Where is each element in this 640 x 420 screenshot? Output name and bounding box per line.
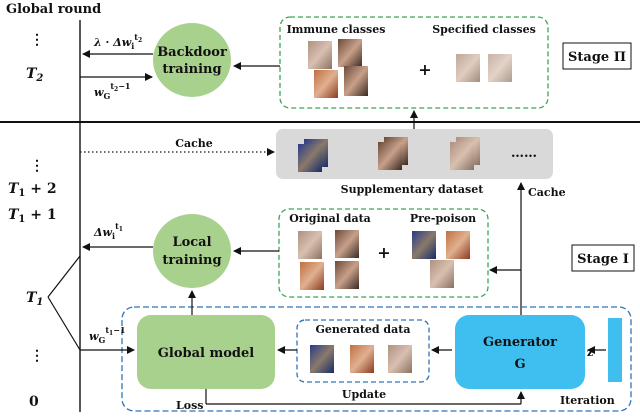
prepoison-face-3: [430, 260, 454, 288]
prepoison-face-1: [412, 231, 436, 259]
generation-loop-panel: [121, 306, 632, 412]
supplementary-panel: [276, 129, 553, 179]
pre-poison-title: Pre-poison: [410, 212, 476, 225]
tick-t1: T1: [26, 290, 43, 308]
stage1-label-box: [571, 244, 635, 272]
global-model-label: Global model: [158, 346, 254, 361]
generated-data-panel: [296, 319, 430, 383]
local-line1: Local: [172, 235, 211, 250]
lambda-dw-label: λ · Δwit2: [93, 32, 142, 51]
generator-line2: G: [514, 357, 525, 372]
specified-classes-title: Specified classes: [432, 23, 536, 36]
generated-data-title: Generated data: [316, 323, 411, 336]
tick-dots-low: ⋮: [30, 348, 44, 364]
stage1-label: Stage I: [577, 252, 629, 267]
axis-title: Global round: [6, 2, 101, 17]
stage2-label: Stage Π: [568, 50, 626, 65]
generated-face-1: [310, 345, 334, 373]
z-label: z: [587, 346, 593, 359]
backdoor-training-node: [153, 23, 231, 97]
specified-face-1: [456, 54, 480, 82]
local-training-node: [153, 214, 231, 288]
original-face-4: [335, 261, 359, 289]
immune-face-3: [314, 70, 338, 98]
update-label: Update: [342, 388, 386, 401]
supp-stack-3-front: [450, 142, 474, 170]
immune-face-4: [344, 66, 368, 96]
specified-face-2: [488, 54, 512, 82]
wg-t1-label: wGt1−1: [89, 325, 126, 345]
stage2-data-panel: [279, 16, 549, 109]
original-face-3: [300, 262, 324, 290]
iteration-label: Iteration: [560, 394, 615, 407]
prepoison-face-2: [446, 231, 470, 259]
local-line2: training: [162, 253, 221, 268]
supplementary-title: Supplementary dataset: [341, 183, 485, 196]
dw-t1-label: Δwit1: [93, 221, 123, 241]
supp-stack-1-front: [298, 144, 322, 172]
original-face-1: [298, 231, 322, 259]
t1-branch-up: [47, 255, 81, 298]
wg-t2-label: wGt2−1: [94, 81, 131, 101]
t1-branch-down: [47, 296, 81, 351]
stage1-plus: +: [377, 243, 390, 262]
original-data-title: Original data: [289, 212, 371, 225]
stage2-label-box: [562, 42, 632, 70]
generator-line1: Generator: [483, 335, 557, 350]
tick-t1-plus-2: T1 + 2: [8, 181, 57, 199]
tick-dots-mid: ⋮: [30, 158, 44, 174]
global-model-node: [137, 315, 275, 389]
generated-face-2: [350, 345, 374, 373]
stage2-plus: +: [418, 60, 431, 79]
cache-label: Cache: [175, 137, 213, 150]
immune-face-1: [308, 41, 332, 69]
backdoor-line1: Backdoor: [157, 45, 227, 60]
immune-classes-title: Immune classes: [287, 23, 386, 36]
immune-face-2: [338, 39, 362, 67]
supp-ellipsis: ……: [511, 146, 537, 161]
tick-t1-plus-1: T1 + 1: [8, 207, 57, 225]
loss-label: Loss: [176, 399, 203, 412]
tick-dots-top: ⋮: [30, 32, 44, 48]
generator-node: [455, 315, 585, 389]
original-face-2: [335, 230, 359, 258]
cache-up-label: Cache: [528, 186, 566, 199]
generated-face-3: [388, 345, 412, 373]
backdoor-line2: training: [162, 62, 221, 77]
z-noise-bar: [608, 318, 622, 382]
supp-stack-2-front: [378, 142, 402, 170]
tick-zero: 0: [29, 394, 39, 410]
tick-t2: T2: [26, 66, 43, 84]
